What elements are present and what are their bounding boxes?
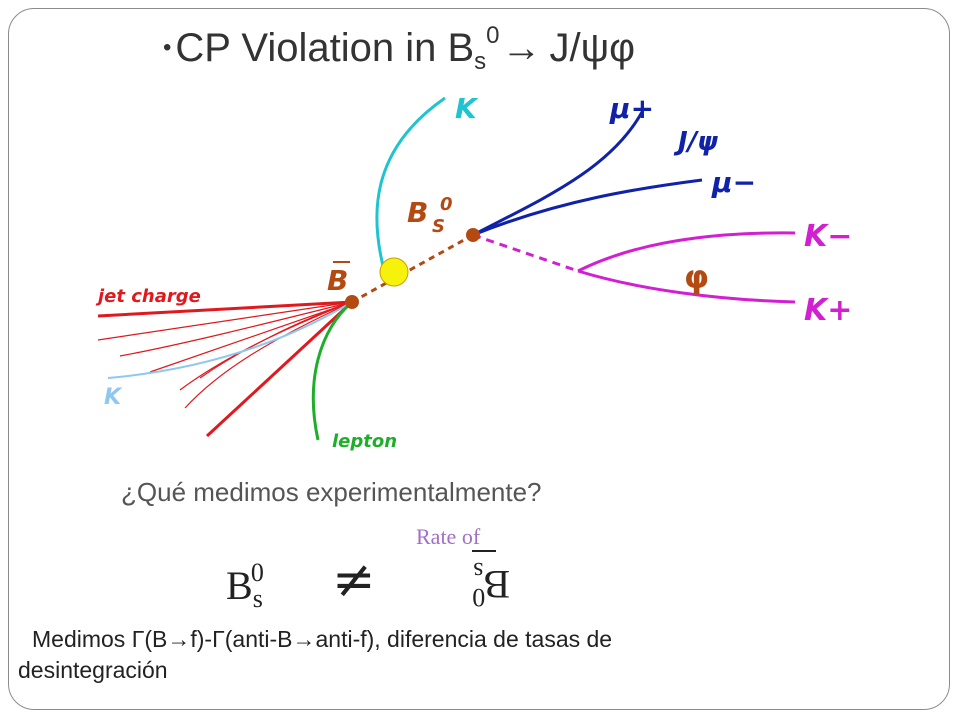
label-jpsi: J/ψ [673, 127, 718, 157]
label-bbar: B [327, 264, 348, 297]
bs-to-phi-path [472, 233, 579, 273]
lepton-track [311, 300, 353, 441]
slide-frame [8, 8, 950, 710]
bs-sub: s [252, 584, 263, 613]
not-equal-symbol: ≠ [332, 550, 376, 610]
label-kaon-top: K [455, 92, 479, 125]
antiparticle-bar [472, 550, 496, 552]
kaon-minus-track [577, 231, 796, 273]
rate-of-label: Rate of [416, 524, 481, 549]
jet-track [149, 301, 353, 373]
jet-track [205, 300, 354, 438]
label-mu-minus: μ− [711, 166, 756, 199]
bs-b: B [226, 563, 253, 608]
title-main: CP Violation in B [175, 26, 475, 70]
question-text: ¿Qué medimos experimentalmente? [121, 477, 542, 507]
bs-sup: 0 [250, 558, 264, 587]
muon-plus-track [472, 111, 644, 237]
title-decay: J/ψφ [549, 26, 636, 70]
label-jet-charge: jet charge [95, 286, 201, 307]
jet-track [199, 301, 353, 379]
bs-vertex [466, 228, 480, 242]
label-lepton: lepton [332, 431, 397, 452]
b-to-bs-path [351, 233, 474, 304]
footer-text: Medimos Γ(B→f)-Γ(anti-B→anti-f), diferen… [18, 624, 808, 686]
bs-particle-symbol: Bs0 [226, 558, 264, 614]
b-vertex [345, 295, 359, 309]
muon-minus-track [472, 178, 703, 237]
kaon-track-bottom [107, 301, 353, 379]
jet-track [97, 300, 353, 318]
anti-bs-sub: s [473, 557, 484, 586]
tag-vertex-marker [379, 257, 409, 287]
jet-track [119, 301, 353, 357]
footer-line-1: Medimos Γ(B→f)-Γ(anti-B→anti-f), diferen… [32, 626, 613, 652]
label-phi: φ [684, 258, 709, 296]
kaon-track-top [375, 96, 446, 271]
label-kaon-plus: K+ [804, 293, 852, 328]
title-bullet: • [163, 34, 172, 61]
anti-bs-particle-symbol-rotated: Bs0 [420, 552, 510, 612]
label-kaon-bottom: K [104, 385, 123, 410]
title-sup: 0 [486, 22, 500, 49]
anti-bs-sup: 0 [472, 583, 486, 612]
anti-bs-b: B [483, 562, 510, 607]
label-kaon-minus: K− [804, 219, 852, 254]
slide-title: •CP Violation in Bs0→J/ψφ [163, 22, 635, 76]
kaon-plus-track [577, 269, 796, 304]
jet-track [184, 301, 353, 409]
label-bs0: B [407, 196, 428, 229]
title-sub: s [474, 48, 487, 75]
label-bs0-sup: 0 [440, 194, 453, 215]
footer-line-2: desintegración [18, 657, 168, 683]
jet-track [97, 301, 353, 341]
label-mu-plus: μ+ [609, 92, 654, 125]
title-arrow: → [501, 26, 542, 70]
label-bs0-sub: S [432, 216, 445, 237]
